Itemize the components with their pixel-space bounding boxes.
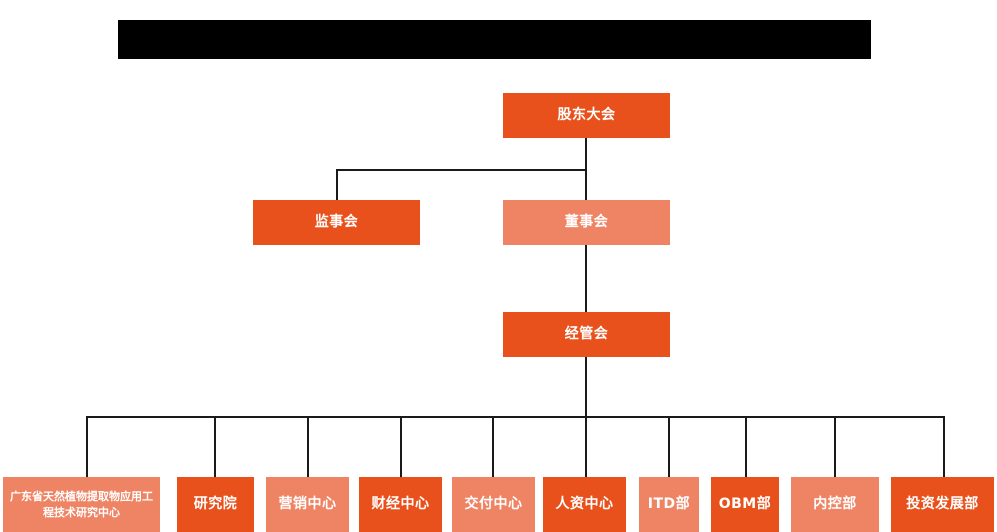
org-node-obm-department[interactable]: OBM部 [711, 477, 779, 532]
connector-directors-drop [585, 169, 587, 200]
connector-drop-marketing-center [307, 416, 309, 477]
org-node-research-institute[interactable]: 研究院 [177, 477, 254, 532]
org-node-management-committee[interactable]: 经管会 [503, 312, 670, 357]
connector-directors-to-management [585, 245, 587, 312]
connector-drop-delivery-center [492, 416, 494, 477]
org-node-internal-control-department[interactable]: 内控部 [791, 477, 879, 532]
org-node-marketing-center[interactable]: 营销中心 [266, 477, 349, 532]
org-node-board-of-directors[interactable]: 董事会 [503, 200, 670, 245]
connector-supervisors-drop [336, 169, 338, 200]
connector-level2-horizontal-bus [336, 169, 586, 171]
connector-drop-finance-center [400, 416, 402, 477]
connector-drop-guangdong-research-center [86, 416, 88, 477]
org-node-shareholders-meeting[interactable]: 股东大会 [503, 93, 670, 138]
connector-drop-hr-center [585, 416, 587, 477]
org-node-board-of-supervisors[interactable]: 监事会 [253, 200, 420, 245]
org-node-hr-center[interactable]: 人资中心 [543, 477, 626, 532]
connector-drop-internal-control-department [834, 416, 836, 477]
connector-level4-horizontal-bus [86, 416, 944, 418]
org-node-itd-department[interactable]: ITD部 [639, 477, 699, 532]
redacted-title-bar [118, 20, 871, 59]
connector-drop-itd-department [668, 416, 670, 477]
org-node-finance-center[interactable]: 财经中心 [359, 477, 442, 532]
org-node-delivery-center[interactable]: 交付中心 [452, 477, 535, 532]
connector-drop-research-institute [214, 416, 216, 477]
org-node-guangdong-research-center[interactable]: 广东省天然植物提取物应用工程技术研究中心 [3, 477, 160, 532]
org-node-investment-development-department[interactable]: 投资发展部 [891, 477, 994, 532]
connector-management-down-to-bus [585, 357, 587, 416]
connector-drop-investment-development-department [943, 416, 945, 477]
connector-shareholders-down-to-bus [585, 138, 587, 171]
connector-drop-obm-department [745, 416, 747, 477]
